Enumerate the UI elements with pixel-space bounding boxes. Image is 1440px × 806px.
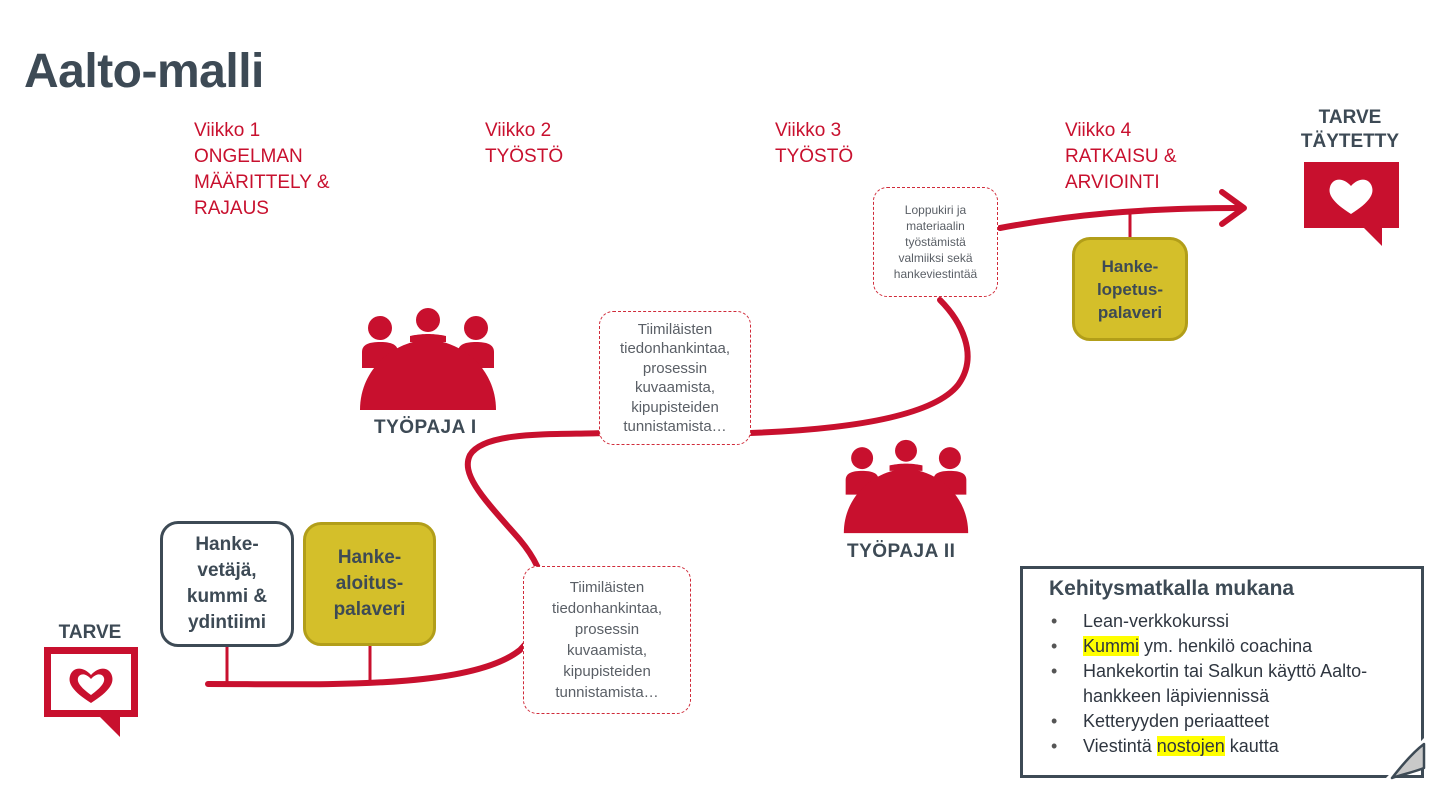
note-line: valmiiksi sekä	[898, 251, 973, 265]
note-line: tiedonhankintaa,	[551, 600, 663, 617]
note-line: prosessin	[574, 621, 640, 638]
note-line: Tiimiläisten	[569, 579, 645, 596]
note-line: työstämistä	[905, 235, 966, 249]
callout-item-text: Ketteryyden periaatteet	[1083, 711, 1270, 731]
callout-title: Kehitysmatkalla mukana	[1049, 577, 1295, 600]
project-lead-team-box: Hanke- vetäjä, kummi & ydintiimi	[160, 521, 294, 647]
note-line: Loppukiri ja	[904, 203, 967, 217]
callout-item: Viestintä nostojen kautta	[1049, 734, 1407, 759]
journey-path	[205, 205, 1243, 688]
week-phase: TYÖSTÖ	[775, 146, 854, 167]
note-line: prosessin	[642, 359, 708, 377]
week-label: Viikko 3	[775, 120, 842, 141]
callout-item-text: Viestintä	[1083, 736, 1157, 756]
end-label: TARVE TÄYTETTY	[1290, 106, 1410, 154]
week-phase: MÄÄRITTELY &	[194, 172, 330, 193]
final-sprint-note-box: Loppukiri ja materiaalin työstämistä val…	[873, 187, 998, 297]
role-line: Hanke-	[337, 547, 402, 568]
role-line: vetäjä,	[197, 560, 257, 581]
role-line: aloitus-	[335, 573, 404, 594]
note-line: tiedonhankintaa,	[619, 340, 731, 357]
role-line: lopetus-	[1096, 279, 1164, 299]
heart-speech-bubble-icon	[44, 647, 138, 737]
week-label: Viikko 4	[1065, 120, 1132, 141]
meeting-group-icon	[843, 439, 969, 534]
week-label: Viikko 1	[194, 120, 261, 141]
heart-speech-bubble-icon	[1304, 162, 1399, 246]
callout-item: Ketteryyden periaatteet	[1049, 709, 1407, 734]
note-line: materiaalin	[906, 219, 965, 233]
note-line: tunnistamista…	[555, 684, 659, 701]
role-line: palaveri	[1097, 302, 1163, 322]
role-line: kummi &	[186, 586, 268, 607]
page-title: Aalto-malli	[24, 45, 264, 98]
highlighted-text: nostojen	[1156, 736, 1225, 756]
note-line: kuvaamista,	[566, 642, 648, 659]
meeting-group-icon	[360, 308, 496, 410]
callout-item-text: kautta	[1224, 736, 1279, 756]
week-phase: RATKAISU &	[1065, 146, 1177, 167]
week-4-header: Viikko 4 RATKAISU & ARVIOINTI	[1065, 118, 1177, 196]
week-2-header: Viikko 2 TYÖSTÖ	[485, 118, 563, 170]
role-line: palaveri	[333, 599, 406, 620]
start-label: TARVE	[58, 622, 122, 643]
end-label-line: TÄYTETTY	[1300, 131, 1400, 152]
workshop-1-label: TYÖPAJA I	[374, 417, 477, 438]
note-line: hankeviestintää	[893, 267, 978, 281]
week-phase: ONGELMAN	[194, 146, 303, 167]
end-label-line: TARVE	[1318, 107, 1382, 128]
page-curl-icon	[1386, 738, 1426, 780]
callout-item-text: ym. henkilö coachina	[1139, 636, 1313, 656]
callout-item: Hankekortin tai Salkun käyttö Aalto-hank…	[1049, 659, 1407, 709]
week-phase: ARVIOINTI	[1065, 172, 1160, 193]
callout-item: Lean-verkkokurssi	[1049, 609, 1407, 634]
development-journey-callout: Kehitysmatkalla mukana Lean-verkkokurssi…	[1020, 566, 1424, 778]
closing-meeting-box: Hanke- lopetus- palaveri	[1072, 237, 1188, 341]
note-line: tunnistamista…	[623, 418, 727, 435]
arrow-head	[1219, 189, 1247, 227]
work-note-box: Tiimiläisten tiedonhankintaa, prosessin …	[523, 566, 691, 714]
week-1-header: Viikko 1 ONGELMAN MÄÄRITTELY & RAJAUS	[194, 118, 330, 222]
note-line: Tiimiläisten	[637, 320, 713, 338]
note-line: kipupisteiden	[563, 663, 651, 680]
workshop-2-label: TYÖPAJA II	[847, 541, 956, 562]
week-phase: RAJAUS	[194, 198, 269, 219]
role-line: Hanke-	[1101, 256, 1159, 276]
work-note-box: Tiimiläisten tiedonhankintaa, prosessin …	[599, 311, 751, 445]
callout-item: Kummi ym. henkilö coachina	[1049, 634, 1407, 659]
callout-item-text: Hankekortin tai Salkun käyttö Aalto-hank…	[1083, 661, 1368, 706]
week-phase: TYÖSTÖ	[485, 146, 564, 167]
week-3-header: Viikko 3 TYÖSTÖ	[775, 118, 853, 170]
kickoff-meeting-box: Hanke- aloitus- palaveri	[303, 522, 436, 646]
role-line: ydintiimi	[187, 612, 267, 633]
highlighted-text: Kummi	[1083, 636, 1140, 656]
note-line: kipupisteiden	[631, 398, 719, 416]
callout-item-text: Lean-verkkokurssi	[1083, 611, 1230, 631]
note-line: kuvaamista,	[634, 379, 716, 396]
week-label: Viikko 2	[485, 120, 552, 141]
callout-list: Lean-verkkokurssi Kummi ym. henkilö coac…	[1049, 609, 1407, 759]
role-line: Hanke-	[195, 534, 259, 555]
